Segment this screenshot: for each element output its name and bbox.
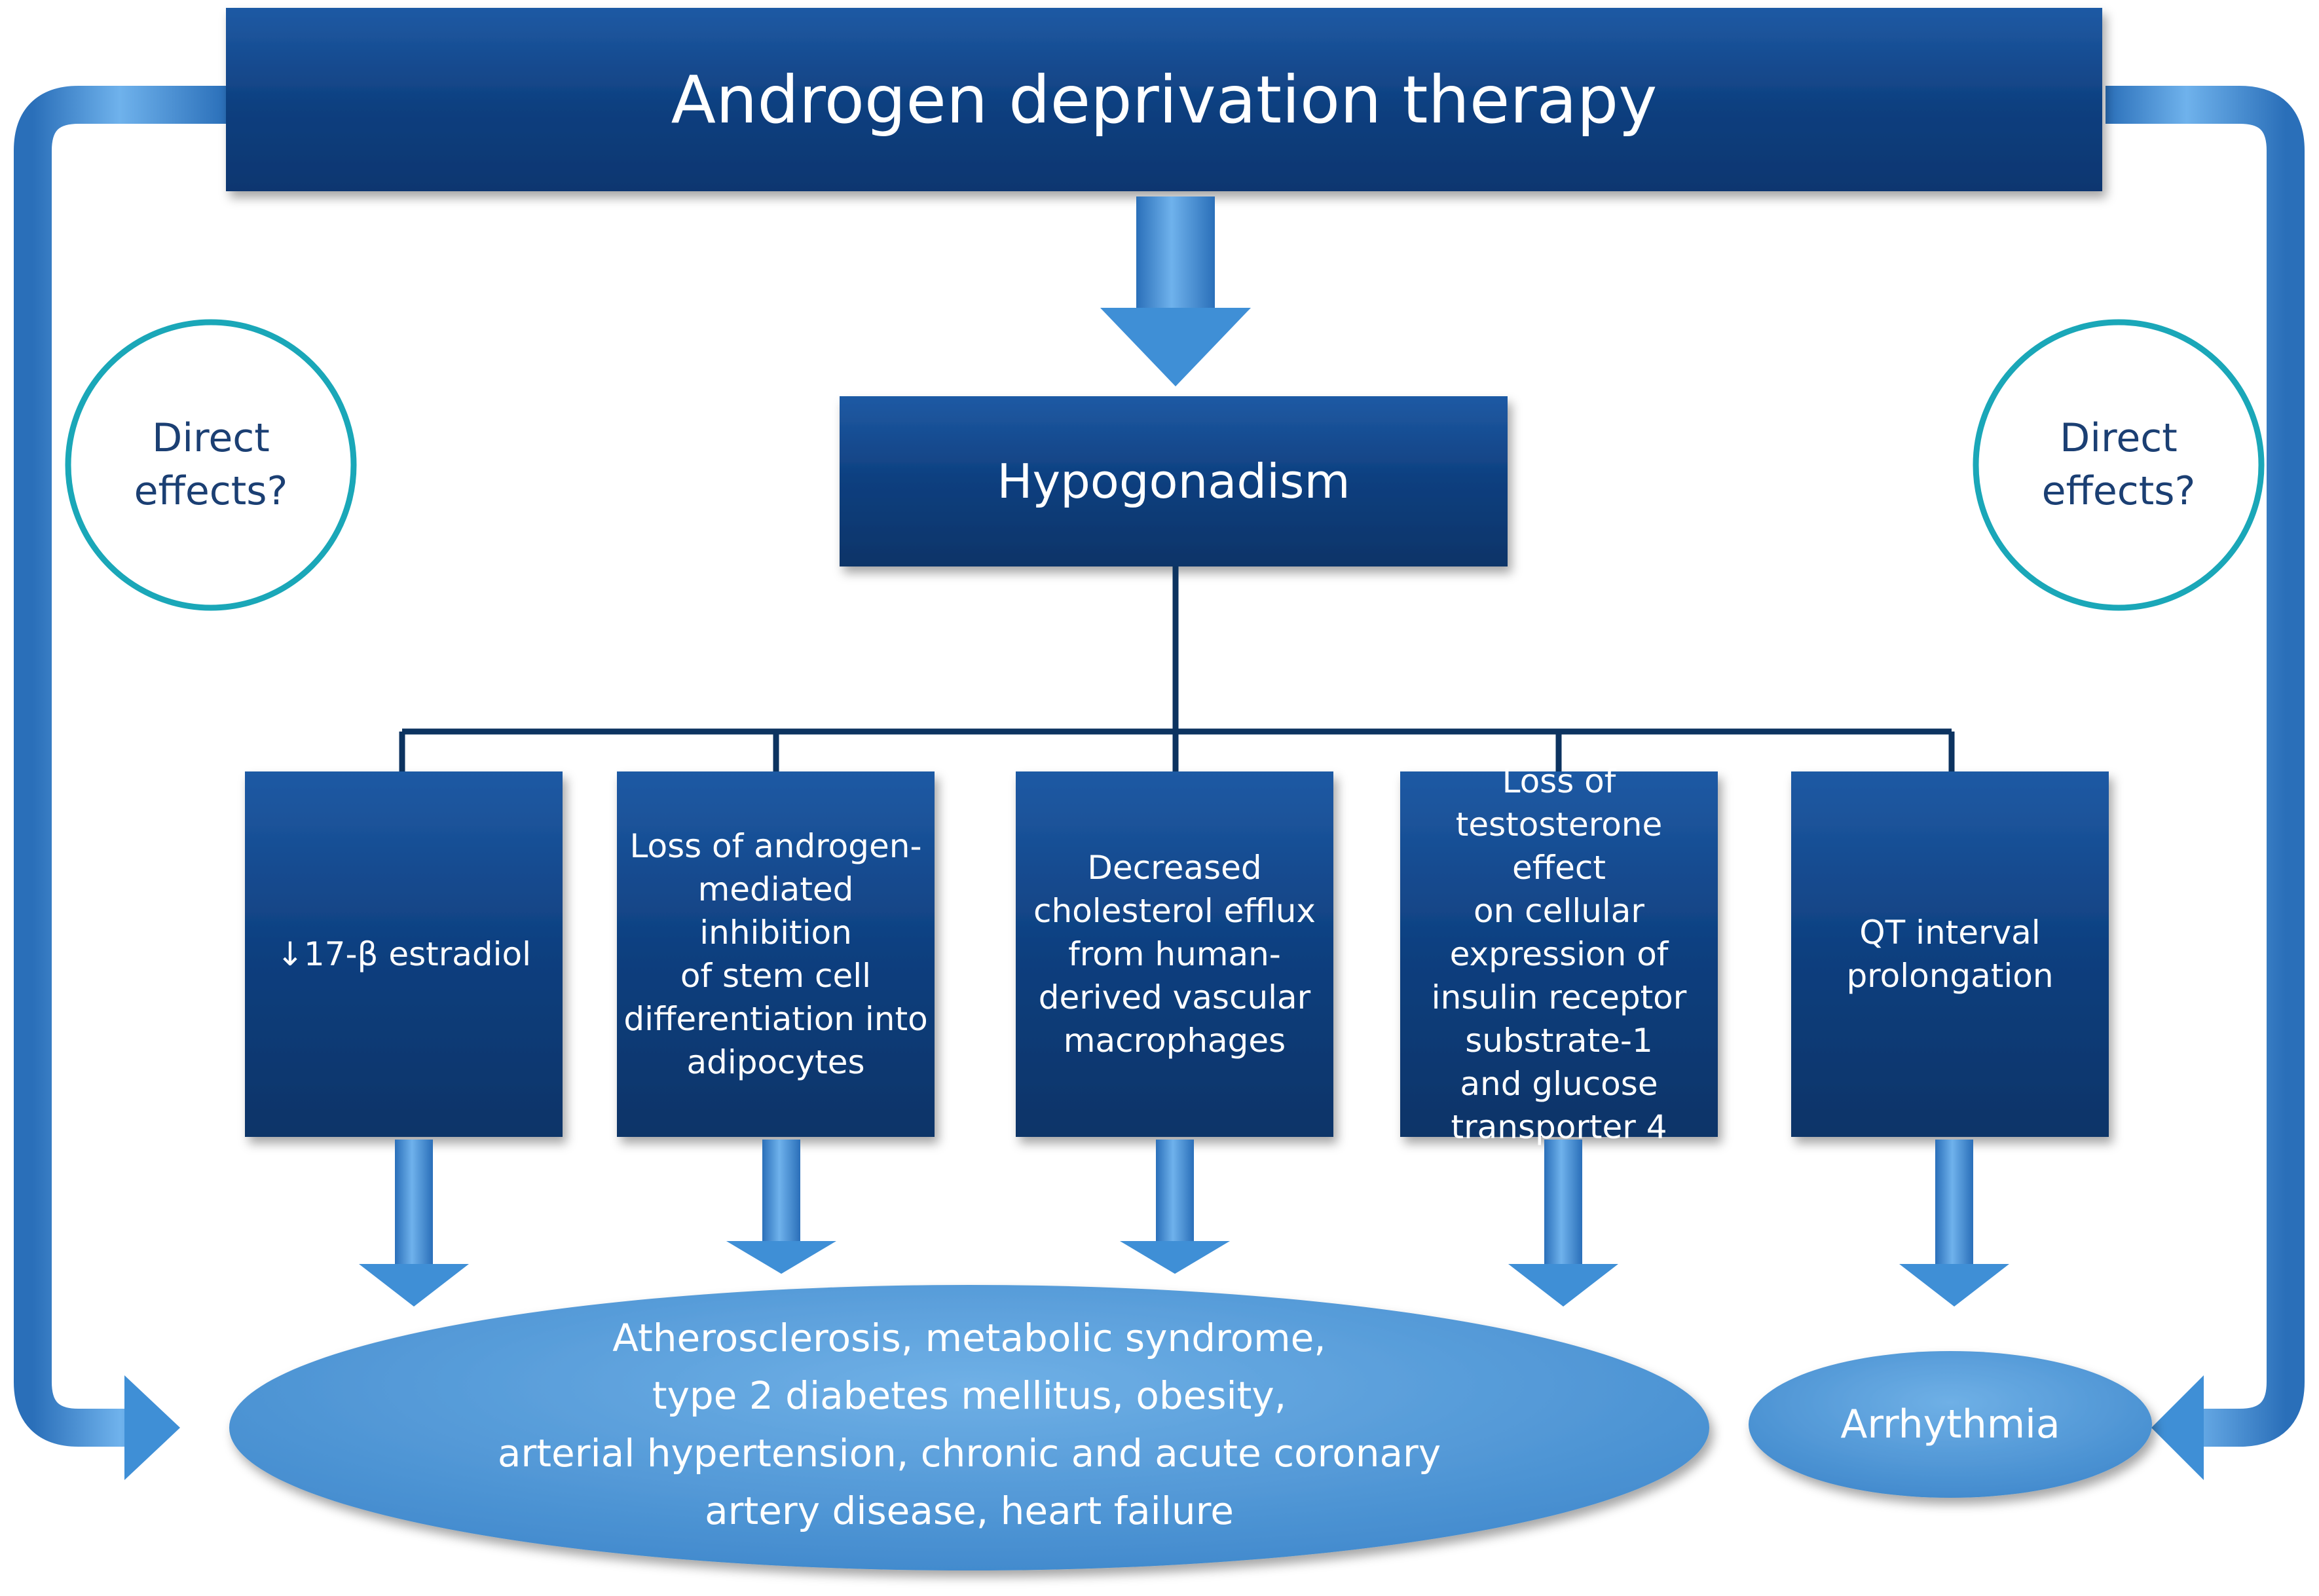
mechanism-label-1: ↓17-β estradiol — [276, 935, 532, 973]
title-label: Androgen deprivation therapy — [671, 61, 1658, 138]
down-arrow-4 — [1508, 1140, 1618, 1307]
connector-tree — [399, 566, 1955, 771]
direct-effects-right-label: Direct effects? — [2041, 415, 2196, 514]
hypogonadism-label: Hypogonadism — [997, 454, 1350, 509]
down-arrow-3 — [1120, 1140, 1230, 1274]
mechanism-label-2: Loss of androgen- mediated inhibition of… — [623, 827, 928, 1081]
cardiometabolic-outcome-label: Atherosclerosis, metabolic syndrome, typ… — [497, 1315, 1441, 1534]
mechanism-box-5 — [1791, 771, 2109, 1137]
down-arrow-1 — [359, 1140, 469, 1307]
mechanism-box-3 — [1016, 771, 1333, 1137]
mechanism-label-4: Loss of testosterone effect on cellular … — [1431, 762, 1687, 1146]
direct-effects-circle-right — [1973, 319, 2265, 611]
direct-effects-circle-left — [65, 319, 357, 611]
arrhythmia-ellipse — [1749, 1351, 2152, 1498]
direct-effects-left-label: Direct effects? — [134, 415, 288, 514]
down-arrow-2 — [726, 1140, 836, 1274]
mechanism-box-4 — [1400, 771, 1718, 1137]
cardiometabolic-ellipse — [229, 1285, 1709, 1570]
down-arrow-5 — [1899, 1140, 2009, 1307]
mechanism-label-3: Decreased cholesterol efflux from human-… — [1033, 849, 1316, 1060]
title-to-hypogonadism-arrow — [1100, 196, 1251, 386]
mechanism-label-5: QT interval prolongation — [1846, 914, 2054, 995]
mechanism-box-1 — [245, 771, 563, 1137]
arrhythmia-label: Arrhythmia — [1840, 1401, 2060, 1447]
title-box — [226, 8, 2102, 191]
left-side-arrow — [14, 86, 226, 1480]
right-side-arrow — [2106, 86, 2305, 1480]
mechanism-box-2 — [617, 771, 935, 1137]
hypogonadism-box — [840, 396, 1508, 566]
